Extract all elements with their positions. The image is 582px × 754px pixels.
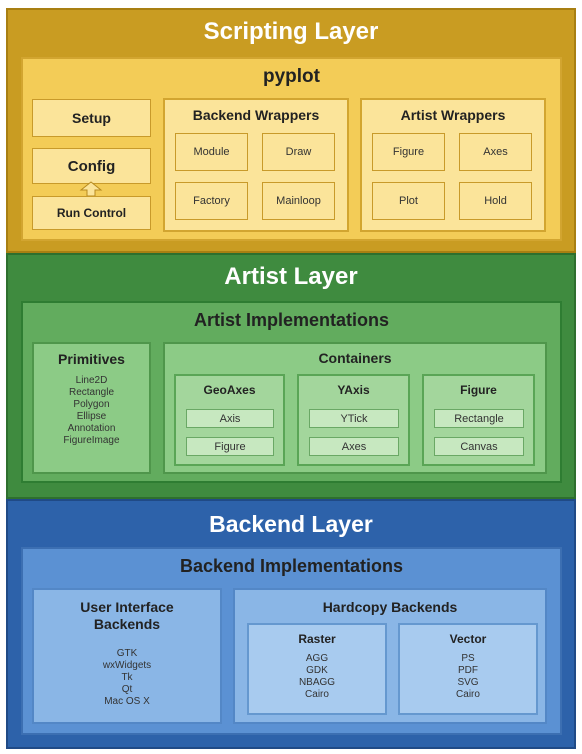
scripting-layer-title: Scripting Layer — [203, 18, 379, 45]
scripting-layer: Scripting Layer pyplot Setup Config Run … — [6, 8, 576, 253]
artist-wrappers-title: Artist Wrappers — [400, 107, 506, 123]
vector-title: Vector — [449, 632, 487, 646]
ui-title-line-2: Backends — [93, 616, 161, 632]
hardcopy-backends-panel: Hardcopy Backends Raster AGG GDK NBAGG C… — [233, 588, 547, 724]
ui-backend-item: wxWidgets — [102, 660, 152, 671]
raster-item: GDK — [306, 665, 328, 676]
yaxis-panel: YAxis YTick Axes — [297, 374, 410, 466]
yaxis-title: YAxis — [337, 383, 370, 397]
geoaxes-figure-box: Figure — [186, 437, 274, 456]
vector-list: PS PDF SVG Cairo — [400, 653, 536, 701]
primitive-item: Ellipse — [76, 411, 107, 422]
config-box: Config — [32, 148, 151, 184]
raster-list: AGG GDK NBAGG Cairo — [249, 653, 385, 701]
primitive-item: Polygon — [73, 399, 110, 410]
primitives-panel: Primitives Line2D Rectangle Polygon Elli… — [32, 342, 151, 474]
vector-item: Cairo — [456, 689, 480, 700]
raster-item: Cairo — [305, 689, 329, 700]
containers-title: Containers — [318, 350, 392, 366]
mainloop-box: Mainloop — [262, 182, 335, 220]
factory-box: Factory — [175, 182, 248, 220]
ui-backend-item: Qt — [121, 684, 133, 695]
figure-container-panel: Figure Rectangle Canvas — [422, 374, 535, 466]
config-arrow-icon — [79, 181, 103, 197]
geoaxes-title: GeoAxes — [203, 383, 256, 397]
containers-panel: Containers GeoAxes Axis Figure YAxis YTi… — [163, 342, 547, 474]
ui-backend-item: Tk — [121, 672, 133, 683]
ui-backend-item: GTK — [116, 648, 138, 659]
module-box: Module — [175, 133, 248, 171]
backend-implementations-title: Backend Implementations — [179, 556, 404, 576]
figure-wrapper-box: Figure — [372, 133, 445, 171]
plot-wrapper-box: Plot — [372, 182, 445, 220]
yaxis-ytick-box: YTick — [309, 409, 399, 428]
primitive-item: Rectangle — [68, 387, 115, 398]
ui-title-line-1: User Interface — [80, 599, 174, 615]
artist-implementations-panel: Artist Implementations Primitives Line2D… — [21, 301, 562, 483]
draw-box: Draw — [262, 133, 335, 171]
figure-container-title: Figure — [460, 383, 497, 397]
hold-wrapper-box: Hold — [459, 182, 532, 220]
pyplot-title: pyplot — [263, 66, 320, 87]
vector-item: SVG — [457, 677, 479, 688]
backend-implementations-panel: Backend Implementations User Interface B… — [21, 547, 562, 735]
geoaxes-panel: GeoAxes Axis Figure — [174, 374, 285, 466]
axes-wrapper-box: Axes — [459, 133, 532, 171]
vector-item: PDF — [458, 665, 478, 676]
backend-layer: Backend Layer Backend Implementations Us… — [6, 499, 576, 749]
backend-wrappers-title: Backend Wrappers — [192, 107, 320, 123]
ui-backend-item: Mac OS X — [104, 696, 150, 707]
setup-box: Setup — [32, 99, 151, 137]
vector-panel: Vector PS PDF SVG Cairo — [398, 623, 538, 715]
raster-title: Raster — [298, 632, 336, 646]
hardcopy-backends-title: Hardcopy Backends — [322, 599, 458, 615]
primitives-title: Primitives — [58, 351, 125, 367]
artist-layer-title: Artist Layer — [224, 263, 358, 290]
artist-wrappers-panel: Artist Wrappers Figure Axes Plot Hold — [360, 98, 546, 232]
artist-implementations-title: Artist Implementations — [193, 310, 390, 330]
yaxis-axes-box: Axes — [309, 437, 399, 456]
user-interface-backends-title: User Interface Backends — [34, 599, 220, 633]
run-control-box: Run Control — [32, 196, 151, 230]
ui-backends-list: GTK wxWidgets Tk Qt Mac OS X — [34, 648, 220, 708]
primitive-item: Annotation — [67, 423, 116, 434]
raster-item: NBAGG — [298, 677, 336, 688]
backend-layer-title: Backend Layer — [209, 511, 373, 537]
primitives-list: Line2D Rectangle Polygon Ellipse Annotat… — [34, 375, 149, 447]
user-interface-backends-panel: User Interface Backends GTK wxWidgets Tk… — [32, 588, 222, 724]
backend-wrappers-panel: Backend Wrappers Module Draw Factory Mai… — [163, 98, 349, 232]
figure-rectangle-box: Rectangle — [434, 409, 524, 428]
primitive-item: FigureImage — [63, 435, 120, 446]
raster-panel: Raster AGG GDK NBAGG Cairo — [247, 623, 387, 715]
geoaxes-axis-box: Axis — [186, 409, 274, 428]
pyplot-panel: pyplot Setup Config Run Control Backend … — [21, 57, 562, 241]
artist-layer: Artist Layer Artist Implementations Prim… — [6, 253, 576, 499]
raster-item: AGG — [305, 653, 329, 664]
primitive-item: Line2D — [75, 375, 108, 386]
figure-canvas-box: Canvas — [434, 437, 524, 456]
vector-item: PS — [461, 653, 475, 664]
